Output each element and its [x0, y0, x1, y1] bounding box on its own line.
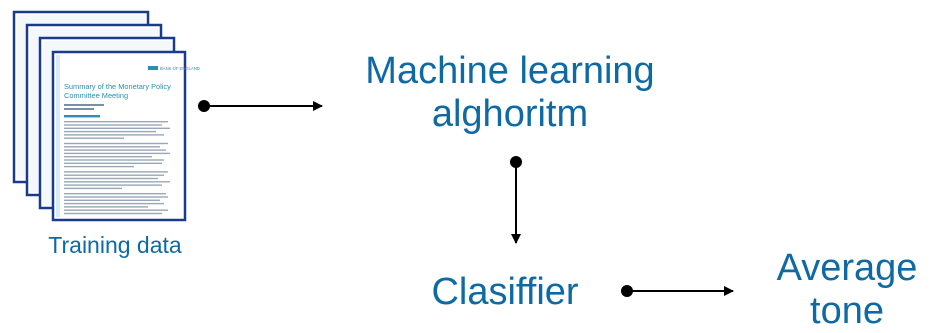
document-text-line: [64, 156, 152, 158]
document-text-line: [64, 159, 164, 161]
bank-logo-mark: [148, 66, 158, 70]
document-text-line: [64, 124, 162, 126]
document-text-line: [64, 202, 164, 205]
ml-algorithm-label-line2: alghoritm: [431, 93, 589, 135]
document-body-text: [64, 104, 170, 215]
connector-classifier-to-average: [621, 285, 734, 297]
document-text-line: [64, 146, 160, 148]
document-text-line: [64, 206, 148, 208]
document-text-line: [64, 209, 168, 211]
document-text-line: [64, 152, 170, 155]
training-documents-stack: BANK OF ENGLAND Summary of the Monetary …: [12, 10, 200, 222]
document-text-line: [64, 181, 170, 183]
document-text-line: [64, 187, 122, 190]
document-text-line: [64, 149, 166, 151]
document-text-line: [64, 171, 168, 173]
document-page-front: BANK OF ENGLAND Summary of the Monetary …: [51, 50, 200, 222]
connector-training-to-ml: [198, 100, 323, 112]
document-text-line: [64, 134, 164, 136]
connector-ml-to-classifier: [510, 156, 522, 244]
document-text-line: [64, 165, 134, 168]
ml-algorithm-label-line1: Machine learning: [365, 50, 655, 92]
document-text-line: [64, 130, 156, 133]
document-text-line: [64, 196, 168, 198]
document-title-line2: Committee Meeting: [64, 91, 128, 100]
average-tone-label-line2: tone: [810, 290, 884, 332]
bank-logo-text: BANK OF ENGLAND: [160, 66, 200, 71]
document-text-line: [64, 121, 168, 123]
average-tone-label-line1: Average: [776, 247, 918, 289]
document-text-line: [64, 199, 160, 201]
document-text-line: [64, 142, 168, 145]
document-title-line1: Summary of the Monetary Policy: [64, 82, 171, 91]
document-text-line: [64, 162, 162, 164]
document-text-line: [64, 137, 124, 139]
document-text-line: [64, 174, 164, 176]
training-data-label: Training data: [48, 232, 182, 258]
document-text-line: [64, 184, 162, 186]
document-text-line: [64, 177, 158, 180]
classifier-label: Clasiffier: [431, 271, 579, 313]
document-text-line: [64, 127, 170, 129]
document-text-line: [64, 193, 166, 195]
document-text-line: [64, 212, 162, 215]
